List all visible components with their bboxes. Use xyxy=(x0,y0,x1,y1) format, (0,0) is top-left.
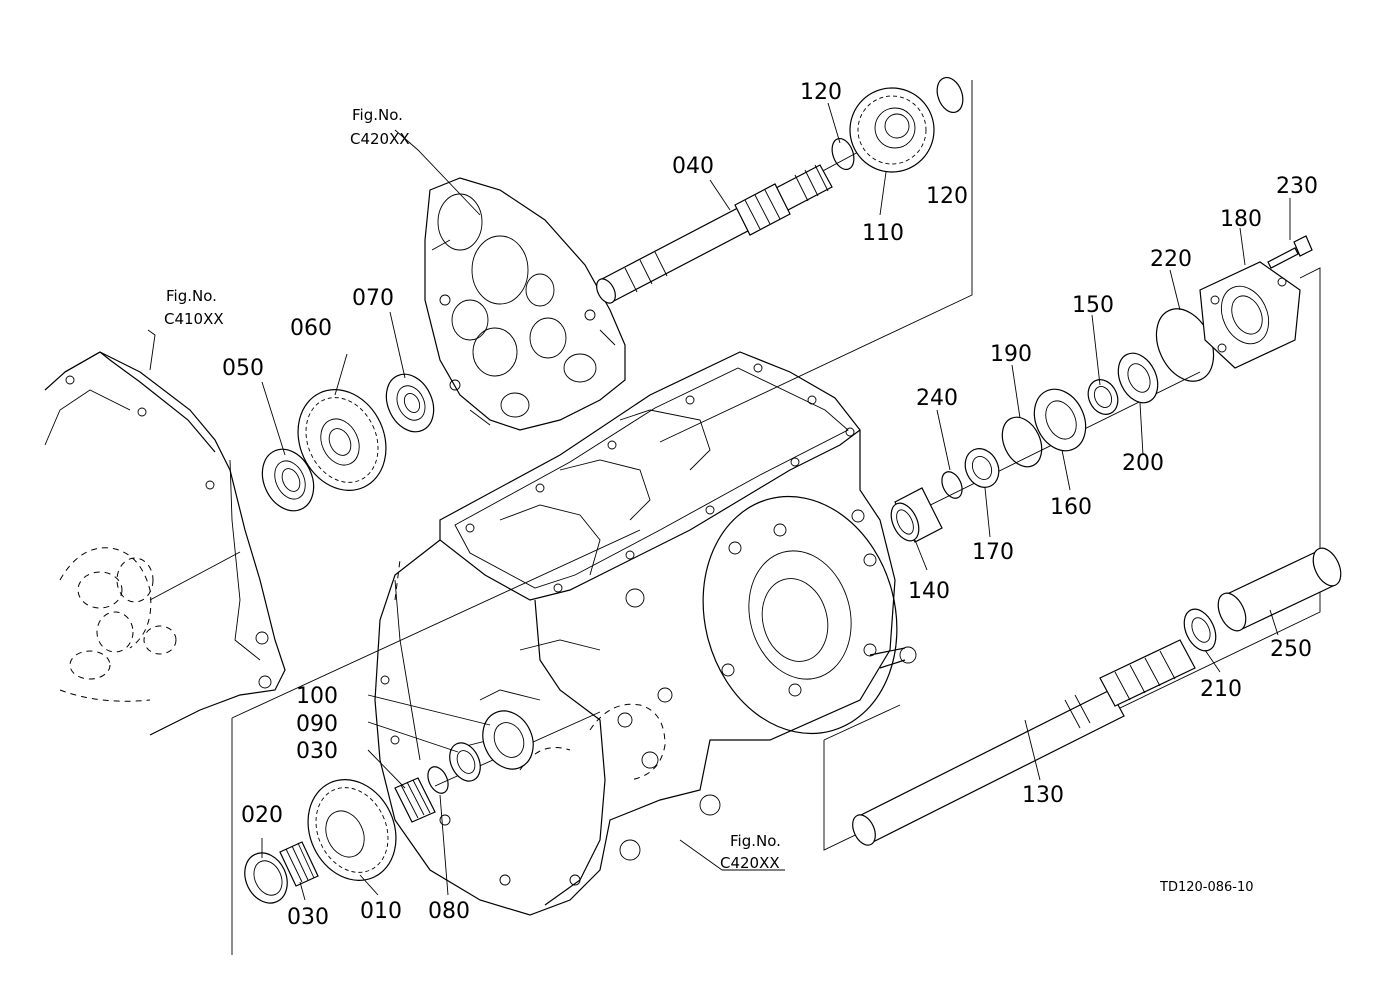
label-p030b: 030 xyxy=(287,905,329,930)
label-p140: 140 xyxy=(908,579,950,604)
label-p150: 150 xyxy=(1072,293,1114,318)
transmission-case xyxy=(374,351,917,916)
fig-ref-2-code: C410XX xyxy=(164,310,224,328)
label-p080: 080 xyxy=(428,899,470,924)
label-p110: 110 xyxy=(862,221,904,246)
label-p020: 020 xyxy=(241,803,283,828)
fig-ref-2-title: Fig.No. xyxy=(166,287,217,305)
label-p180: 180 xyxy=(1220,207,1262,232)
snap-ring-240 xyxy=(941,471,963,499)
cover-180 xyxy=(1199,261,1301,369)
label-p060: 060 xyxy=(290,316,332,341)
snap-ring-080 xyxy=(427,766,449,794)
snap-ring-190 xyxy=(1001,416,1043,468)
bearing-050 xyxy=(261,448,315,512)
pto-shaft-130 xyxy=(852,639,1196,846)
seal-210 xyxy=(1183,608,1217,652)
fig-ref-3-code: C420XX xyxy=(720,854,780,872)
collar-020 xyxy=(244,852,288,904)
needle-bearing-030-upper xyxy=(394,777,436,823)
snap-ring-120-inner xyxy=(831,137,855,171)
bushing-140 xyxy=(890,487,943,543)
fig-ref-1-title: Fig.No. xyxy=(352,106,403,124)
gear-110 xyxy=(849,87,935,173)
label-p070: 070 xyxy=(352,286,394,311)
label-p090: 090 xyxy=(296,712,338,737)
drawing-code: TD120-086-10 xyxy=(1159,880,1254,895)
upper-cover-plate xyxy=(424,177,626,431)
label-p190: 190 xyxy=(990,342,1032,367)
seal-170 xyxy=(964,448,1000,488)
bearing-160 xyxy=(1033,388,1087,452)
left-housing xyxy=(44,351,286,736)
label-p030a: 030 xyxy=(296,739,338,764)
oil-seal-200 xyxy=(1117,352,1159,404)
label-p160: 160 xyxy=(1050,495,1092,520)
oil-seal-090 xyxy=(449,742,481,782)
label-p010: 010 xyxy=(360,899,402,924)
part-labels: 010 020 030 030 040 050 060 070 080 090 … xyxy=(222,80,1318,930)
label-p120b: 120 xyxy=(926,184,968,209)
label-p250: 250 xyxy=(1270,637,1312,662)
fig-ref-1-code: C420XX xyxy=(350,130,410,148)
sleeve-250 xyxy=(1217,547,1342,632)
label-p130: 130 xyxy=(1022,783,1064,808)
label-p220: 220 xyxy=(1150,247,1192,272)
collar-150 xyxy=(1087,379,1119,415)
shaft-040 xyxy=(596,164,833,304)
bearing-100 xyxy=(482,710,534,770)
bolt-230 xyxy=(1267,235,1313,269)
label-p240: 240 xyxy=(916,386,958,411)
snap-ring-120-outer xyxy=(936,76,964,114)
label-p040: 040 xyxy=(672,154,714,179)
label-p120a: 120 xyxy=(800,80,842,105)
needle-bearing-030-lower xyxy=(279,841,319,887)
label-p170: 170 xyxy=(972,540,1014,565)
label-p100: 100 xyxy=(296,684,338,709)
leader-lines xyxy=(147,102,1291,901)
fig-ref-3-title: Fig.No. xyxy=(730,832,781,850)
label-p210: 210 xyxy=(1200,677,1242,702)
label-p050: 050 xyxy=(222,356,264,381)
label-p200: 200 xyxy=(1122,451,1164,476)
bearing-070 xyxy=(385,373,435,433)
figure-references: Fig.No. C420XX Fig.No. C410XX Fig.No. C4… xyxy=(164,106,781,872)
gear-010 xyxy=(307,779,397,881)
label-p230: 230 xyxy=(1276,174,1318,199)
gear-060 xyxy=(297,389,387,491)
